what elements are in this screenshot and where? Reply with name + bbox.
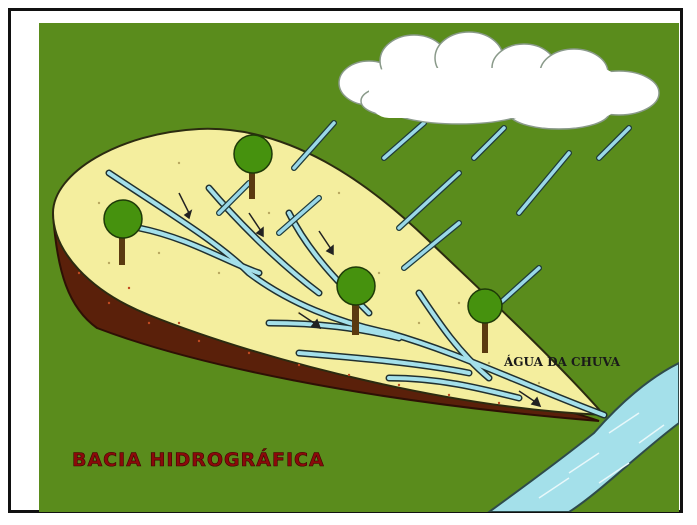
diagram-title: BACIA HIDROGRÁFICA [72, 448, 325, 471]
rain-label: ÁGUA DA CHUVA [503, 354, 621, 369]
cloud-fill [369, 68, 619, 118]
watershed-diagram: ÁGUA DA CHUVA BACIA HIDROGRÁFICA [39, 23, 679, 512]
